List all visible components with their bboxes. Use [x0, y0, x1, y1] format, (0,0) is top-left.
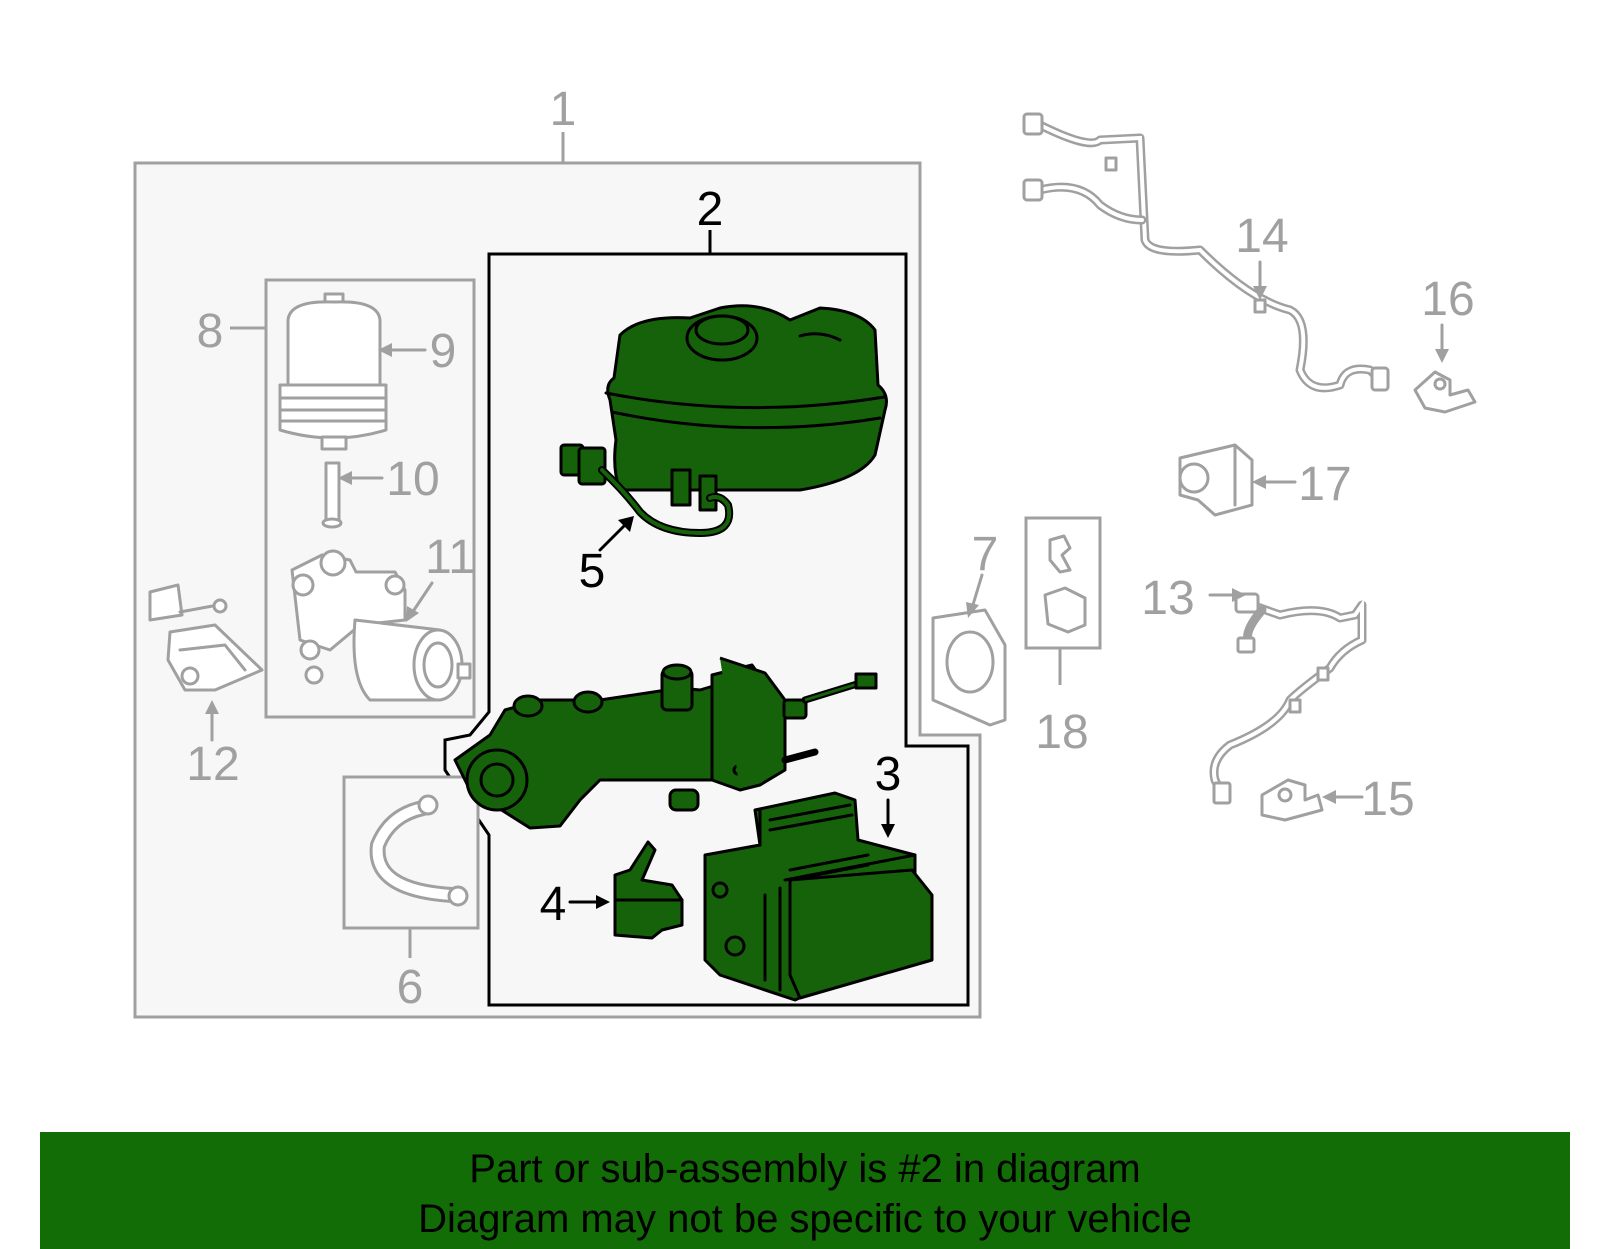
hose-part	[369, 794, 469, 907]
clip-part	[1043, 534, 1087, 634]
wire-harness-14-part	[1022, 112, 1390, 393]
filter-canister-part	[278, 292, 388, 451]
callout-13: 13	[1141, 572, 1194, 625]
wire-harness-13-part	[1209, 592, 1367, 805]
bracket-15-part	[1260, 778, 1324, 822]
callout-14: 14	[1235, 210, 1288, 263]
bracket-4-part	[613, 840, 684, 940]
banner-line-1: Part or sub-assembly is #2 in diagram	[469, 1147, 1141, 1191]
leader-5	[598, 520, 630, 552]
parts-diagram: 1 2 3 4 5 6 7 8 9 10 11 12 13 14 15 16 1…	[133, 83, 1477, 1019]
callout-5: 5	[579, 545, 606, 598]
banner-line-2: Diagram may not be specific to your vehi…	[418, 1197, 1192, 1241]
gasket-part	[931, 608, 1007, 727]
callout-17: 17	[1298, 458, 1351, 511]
leader-11	[410, 581, 434, 615]
bracket-part	[148, 583, 264, 692]
callout-9: 9	[430, 325, 457, 378]
leader-7	[970, 573, 984, 610]
callout-2: 2	[697, 183, 724, 236]
callout-15: 15	[1361, 773, 1414, 826]
info-banner: Part or sub-assembly is #2 in diagram Di…	[40, 1132, 1570, 1249]
callout-11: 11	[425, 531, 475, 584]
callout-8: 8	[197, 305, 224, 358]
master-cylinder-part	[453, 656, 878, 830]
pump-motor-part	[290, 549, 472, 702]
bracket-16-part	[1413, 370, 1477, 414]
reservoir-part	[604, 304, 888, 512]
callout-1: 1	[550, 83, 577, 136]
pin-part	[321, 461, 343, 529]
callout-4: 4	[540, 878, 567, 931]
sensor-wire-part	[559, 443, 734, 537]
callout-18: 18	[1035, 706, 1088, 759]
callout-10: 10	[386, 453, 439, 506]
callout-16: 16	[1421, 273, 1474, 326]
callout-7: 7	[972, 528, 999, 581]
callout-12: 12	[186, 738, 239, 791]
sensor-17-part	[1178, 443, 1254, 517]
callout-3: 3	[875, 748, 902, 801]
callout-6: 6	[397, 961, 424, 1014]
abs-actuator-part	[703, 791, 934, 1002]
